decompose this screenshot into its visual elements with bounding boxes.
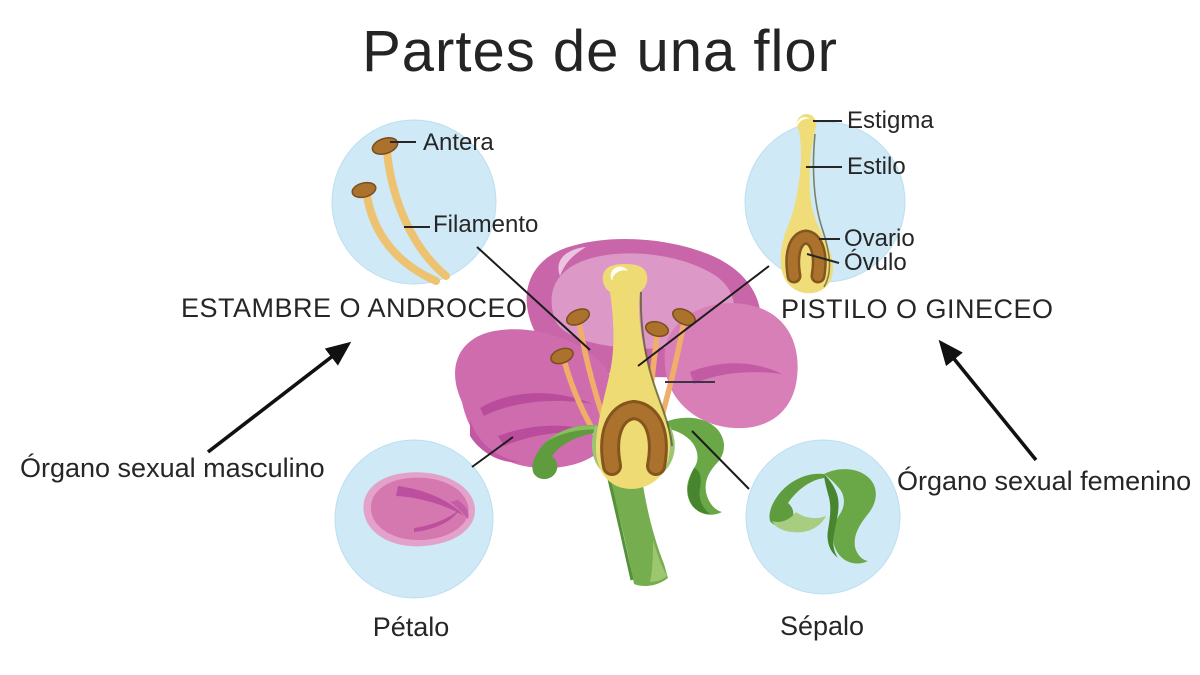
anther-shape (351, 181, 377, 199)
heading-estambre: ESTAMBRE O ANDROCEO (181, 293, 528, 323)
heading-pistilo: PISTILO O GINECEO (781, 294, 1054, 324)
caption-petalo: Pétalo (372, 612, 450, 642)
petal-connector-line (471, 436, 514, 468)
label-ovario: Ovario (844, 225, 915, 252)
caption-sepalo: Sépalo (779, 611, 865, 641)
flower-illustration (455, 239, 798, 586)
stamen-circle (331, 119, 497, 285)
label-antera: Antera (423, 129, 494, 156)
label-filamento: Filamento (433, 211, 539, 238)
page-title: Partes de una flor (362, 19, 838, 84)
annotation-masculino: Órgano sexual masculino (20, 453, 325, 483)
connector-lines (471, 246, 770, 490)
ovulo-pointer-line (806, 253, 840, 264)
petal-illustration (363, 472, 475, 547)
stamen-connector-line (476, 246, 591, 351)
sepal-connector-line (691, 430, 750, 490)
label-ovulo: Óvulo (844, 249, 907, 276)
stamen-illustration (351, 137, 450, 285)
annotation-femenino: Órgano sexual femenino (897, 466, 1192, 496)
label-estigma: Estigma (847, 107, 934, 134)
sepal-circle (745, 439, 901, 595)
label-estilo: Estilo (847, 153, 906, 180)
masculino-arrow (206, 341, 352, 454)
pistil-connector-line (637, 265, 770, 367)
sepal-illustration (769, 469, 876, 564)
femenino-arrow (938, 339, 1038, 462)
pistil-illustration (780, 114, 842, 294)
